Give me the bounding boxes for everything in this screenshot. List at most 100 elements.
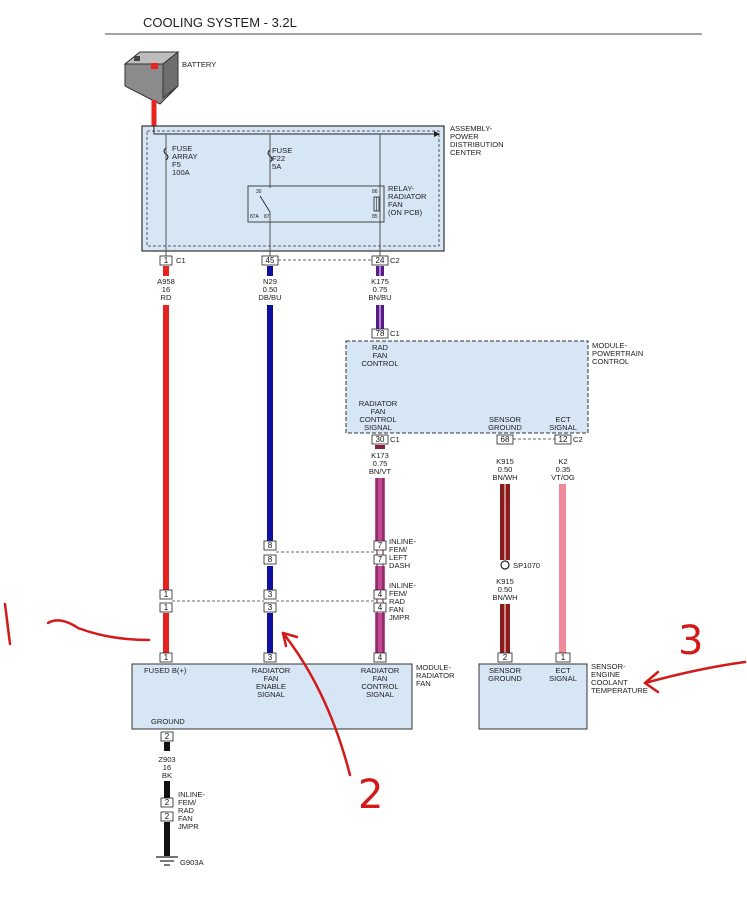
inline1-l1: INLINE- xyxy=(389,537,416,546)
ect-pin-box xyxy=(497,652,513,663)
fan-control-l4: SIGNAL xyxy=(366,690,394,699)
fuse-f22-l1: FUSE xyxy=(272,146,292,155)
wire-k915b-l3: BN/WH xyxy=(492,593,517,602)
fan-pin-box xyxy=(263,652,277,663)
ect-name-l1: SENSOR- xyxy=(591,662,626,671)
fan-control-l1: RADIATOR xyxy=(361,666,400,675)
inline1-pin-box xyxy=(373,540,387,551)
wire-k173 xyxy=(375,445,385,653)
fan-control-l2: FAN xyxy=(373,674,388,683)
inline2-pin-1a: 1 xyxy=(164,590,169,599)
wire-z903-l3: BK xyxy=(162,771,172,780)
relay-pin-87: 87 xyxy=(264,214,270,220)
pcm-ect-l1: ECT xyxy=(555,415,571,424)
pdc-inner-border xyxy=(146,130,440,247)
inline1-pin-left-a: 8 xyxy=(268,541,273,550)
ect-sig-l2: SIGNAL xyxy=(549,674,577,683)
battery-label: BATTERY xyxy=(182,60,216,69)
inline2-pin-box xyxy=(263,589,277,600)
pcm-ect-l2: SIGNAL xyxy=(549,423,577,432)
fan-enable-l1: RADIATOR xyxy=(252,666,291,675)
wire-a958-l3: RD xyxy=(161,293,172,302)
ground-icon xyxy=(156,856,178,866)
pcm-radfan-l3: CONTROL xyxy=(361,359,398,368)
pdc-module xyxy=(141,125,445,252)
inline3-l2: FEM/ xyxy=(178,798,197,807)
ground-pin-2: 2 xyxy=(165,732,170,741)
pdc-conn-c2: C2 xyxy=(390,256,400,265)
annotation-2: 2 xyxy=(281,631,383,818)
annotation-label-2: 2 xyxy=(358,772,383,818)
inline2-l2: FEM/ xyxy=(389,589,408,598)
wire-z903-lower xyxy=(164,822,170,856)
annotation-1 xyxy=(3,602,151,646)
inline1-pin-box xyxy=(263,540,277,551)
wire-k173-l3: BN/VT xyxy=(369,467,392,476)
wire-a958-lower xyxy=(163,613,169,653)
inline2-pin-4a: 4 xyxy=(378,590,383,599)
fuse-icon xyxy=(267,149,273,163)
inline2-pin-3b: 3 xyxy=(268,603,273,612)
pcm-rfc-l3: CONTROL xyxy=(359,415,396,424)
inline2-l5: JMPR xyxy=(389,613,410,622)
pdc-conn-c1: C1 xyxy=(176,256,186,265)
pcm-rfc-l1: RADIATOR xyxy=(359,399,398,408)
pcm-pin-30: 30 xyxy=(376,435,385,444)
inline1-pin-box xyxy=(263,554,277,565)
inline2-pin-1b: 1 xyxy=(164,603,169,612)
fan-module-l2: RADIATOR xyxy=(416,671,455,680)
inline3-pin-box xyxy=(160,797,174,808)
annotation-label-3: 3 xyxy=(678,618,703,664)
ground-point-label: G903A xyxy=(180,858,205,867)
fan-module-l3: FAN xyxy=(416,679,431,688)
ect-sig-l1: ECT xyxy=(555,666,571,675)
pdc-bus xyxy=(153,126,434,135)
inline2-l4: FAN xyxy=(389,605,404,614)
pcm-conn-c1-top: C1 xyxy=(390,329,400,338)
wire-k915b-l1: K915 xyxy=(496,577,514,586)
fuse-f22-l3: 5A xyxy=(272,162,282,171)
relay-switch-contact xyxy=(259,195,271,213)
inline3-l4: FAN xyxy=(178,814,193,823)
inline2-pin-box xyxy=(373,589,387,600)
arrow-icon xyxy=(434,131,440,137)
pcm-module xyxy=(345,340,589,434)
fuse-array-l4: 100A xyxy=(172,168,191,177)
fan-pin-box xyxy=(159,652,173,663)
inline3-pin-a: 2 xyxy=(165,798,170,807)
inline3-pin-box xyxy=(160,811,174,822)
wire-n29 xyxy=(267,305,273,541)
inline3-l1: INLINE- xyxy=(178,790,205,799)
ect-pin-2: 2 xyxy=(503,653,508,662)
relay-pin-30: 30 xyxy=(256,189,262,195)
ect-pin-1: 1 xyxy=(561,653,566,662)
wire-k175-l3: BN/BU xyxy=(368,293,391,302)
splice-icon xyxy=(500,560,510,570)
pcm-sg-l1: SENSOR xyxy=(489,415,522,424)
relay-l4: (ON PCB) xyxy=(388,208,423,217)
inline2-pin-box xyxy=(373,602,387,613)
wire-z903-l2: 16 xyxy=(163,763,171,772)
pcm-rfc-l4: SIGNAL xyxy=(364,423,392,432)
pcm-radfan-l2: FAN xyxy=(373,351,388,360)
pcm-pin-box xyxy=(554,434,572,445)
ect-pin-box xyxy=(555,652,571,663)
ect-sg-l2: GROUND xyxy=(488,674,522,683)
inline2-l3: RAD xyxy=(389,597,406,606)
pcm-conn-c2: C2 xyxy=(573,435,583,444)
wire-k915 xyxy=(500,484,510,653)
annotation-3: 3 xyxy=(643,618,747,694)
wire-k915-l2: 0.50 xyxy=(498,465,513,474)
fuse-f22-l2: F22 xyxy=(272,154,285,163)
fuse-array-l3: F5 xyxy=(172,160,181,169)
radiator-fan-module xyxy=(131,663,413,730)
fuse-array-l1: FUSE xyxy=(172,144,192,153)
wire-k2-l2: 0.35 xyxy=(556,465,571,474)
fan-control-l3: CONTROL xyxy=(361,682,398,691)
pdc-label-4: CENTER xyxy=(450,148,482,157)
fan-fused-label: FUSED B(+) xyxy=(144,666,187,675)
inline1-l4: DASH xyxy=(389,561,410,570)
fan-pin-1: 1 xyxy=(164,653,169,662)
inline1-pin-left-b: 8 xyxy=(268,555,273,564)
